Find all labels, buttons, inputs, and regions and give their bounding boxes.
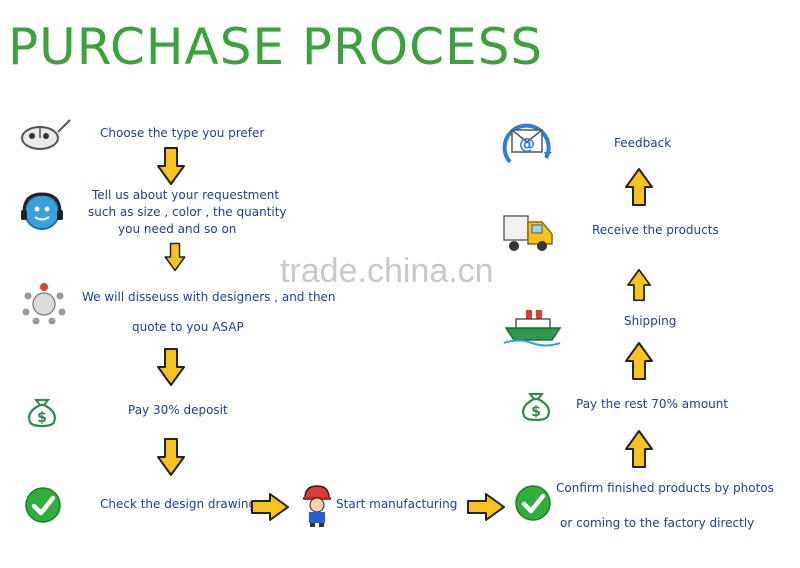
arrow-up-icon (624, 340, 654, 382)
step-tell-line1: Tell us about your requestment (92, 188, 280, 202)
arrow-up-icon (624, 268, 654, 302)
step-deposit-text: Pay 30% deposit (128, 403, 228, 417)
arrow-right-icon (250, 492, 290, 522)
computer-mouse-icon (21, 119, 71, 150)
check-circle-icon (25, 487, 61, 523)
arrow-right-icon (466, 492, 506, 522)
ship-icon (503, 310, 562, 347)
arrow-down-icon (160, 242, 190, 272)
arrow-down-icon (156, 146, 186, 186)
step-choose-text: Choose the type you prefer (100, 126, 265, 140)
step-quote-text: quote to you ASAP (132, 320, 244, 334)
money-bag-icon: $ (522, 393, 550, 422)
arrow-up-icon (624, 166, 654, 208)
step-receive-text: Receive the products (592, 223, 719, 237)
arrow-down-icon (156, 346, 186, 388)
check-circle-icon (515, 485, 551, 521)
svg-text:$: $ (531, 404, 541, 420)
page-title: PURCHASE PROCESS (8, 18, 544, 76)
step-discuss-text: We will disseuss with designers , and th… (82, 290, 336, 304)
truck-icon (503, 215, 553, 251)
step-start-text: Start manufacturing (336, 497, 458, 511)
email-icon: @ (502, 123, 552, 164)
arrow-up-icon (624, 428, 654, 470)
step-feedback-text: Feedback (614, 136, 672, 150)
watermark: trade.china.cn (280, 252, 494, 290)
step-check-text: Check the design drawing (100, 497, 257, 511)
arrow-down-icon (156, 436, 186, 478)
step-tell-line2: such as size , color , the quantity (88, 205, 287, 219)
svg-text:@: @ (519, 134, 535, 153)
step-tell-line3: you need and so on (118, 222, 237, 236)
svg-text:$: $ (37, 410, 47, 426)
step-rest-text: Pay the rest 70% amount (576, 397, 729, 411)
money-bag-icon: $ (28, 399, 56, 428)
step-confirm-line2: or coming to the factory directly (560, 516, 755, 530)
meeting-icon (22, 283, 66, 325)
step-confirm-line1: Confirm finished products by photos (556, 481, 774, 495)
worker-icon (303, 485, 331, 527)
support-headset-icon (21, 192, 63, 230)
step-shipping-text: Shipping (624, 314, 677, 328)
